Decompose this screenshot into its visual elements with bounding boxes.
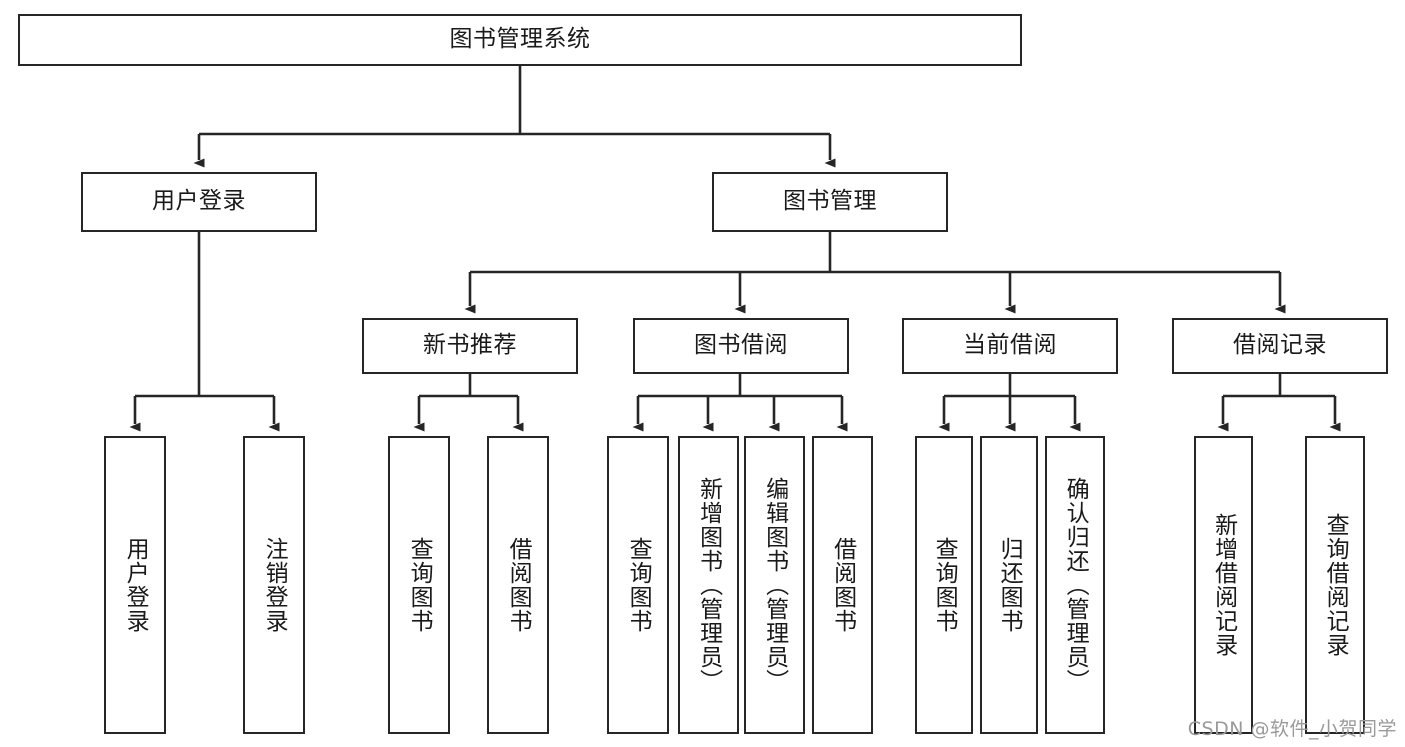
leaf-user-login-login[interactable]: 用户登录	[104, 436, 166, 734]
node-book-management[interactable]: 图书管理	[712, 172, 948, 232]
node-label: 当前借阅	[963, 332, 1057, 359]
node-label: 新增图书（管理员）	[695, 477, 722, 693]
node-label: 确认归还（管理员）	[1062, 477, 1089, 693]
node-borrow-record[interactable]: 借阅记录	[1172, 318, 1388, 374]
leaf-user-login-logout[interactable]: 注销登录	[243, 436, 305, 734]
node-label: 查询借阅记录	[1322, 513, 1349, 657]
node-label: 图书管理系统	[449, 26, 591, 53]
node-user-login[interactable]: 用户登录	[81, 172, 317, 232]
node-label: 借阅图书	[829, 537, 856, 633]
leaf-borrow-record-query-record[interactable]: 查询借阅记录	[1305, 436, 1365, 734]
leaf-book-borrow-edit-book-admin[interactable]: 编辑图书（管理员）	[744, 436, 805, 734]
node-label: 用户登录	[122, 537, 149, 633]
node-new-book-recommend[interactable]: 新书推荐	[362, 318, 578, 374]
leaf-book-borrow-borrow-book[interactable]: 借阅图书	[812, 436, 873, 734]
leaf-book-borrow-query-book[interactable]: 查询图书	[607, 436, 669, 734]
node-label: 新书推荐	[423, 332, 517, 359]
node-label: 用户登录	[152, 188, 246, 215]
node-label: 查询图书	[406, 537, 433, 633]
node-label: 图书借阅	[694, 332, 788, 359]
node-root-system[interactable]: 图书管理系统	[18, 14, 1022, 66]
node-label: 图书管理	[783, 188, 877, 215]
leaf-book-borrow-add-book-admin[interactable]: 新增图书（管理员）	[678, 436, 739, 734]
leaf-new-book-borrow-book[interactable]: 借阅图书	[487, 436, 549, 734]
node-current-borrow[interactable]: 当前借阅	[902, 318, 1118, 374]
node-label: 查询图书	[931, 537, 958, 633]
node-label: 借阅记录	[1233, 332, 1327, 359]
leaf-borrow-record-add-record[interactable]: 新增借阅记录	[1194, 436, 1253, 734]
node-label: 编辑图书（管理员）	[761, 477, 788, 693]
leaf-current-borrow-query-book[interactable]: 查询图书	[915, 436, 973, 734]
leaf-new-book-query-book[interactable]: 查询图书	[388, 436, 450, 734]
node-label: 归还图书	[996, 537, 1023, 633]
node-label: 借阅图书	[505, 537, 532, 633]
leaf-current-borrow-return-book[interactable]: 归还图书	[980, 436, 1038, 734]
node-label: 新增借阅记录	[1210, 513, 1237, 657]
leaf-current-borrow-confirm-return-admin[interactable]: 确认归还（管理员）	[1045, 436, 1105, 734]
node-label: 注销登录	[261, 537, 288, 633]
node-label: 查询图书	[625, 537, 652, 633]
node-book-borrow[interactable]: 图书借阅	[633, 318, 849, 374]
